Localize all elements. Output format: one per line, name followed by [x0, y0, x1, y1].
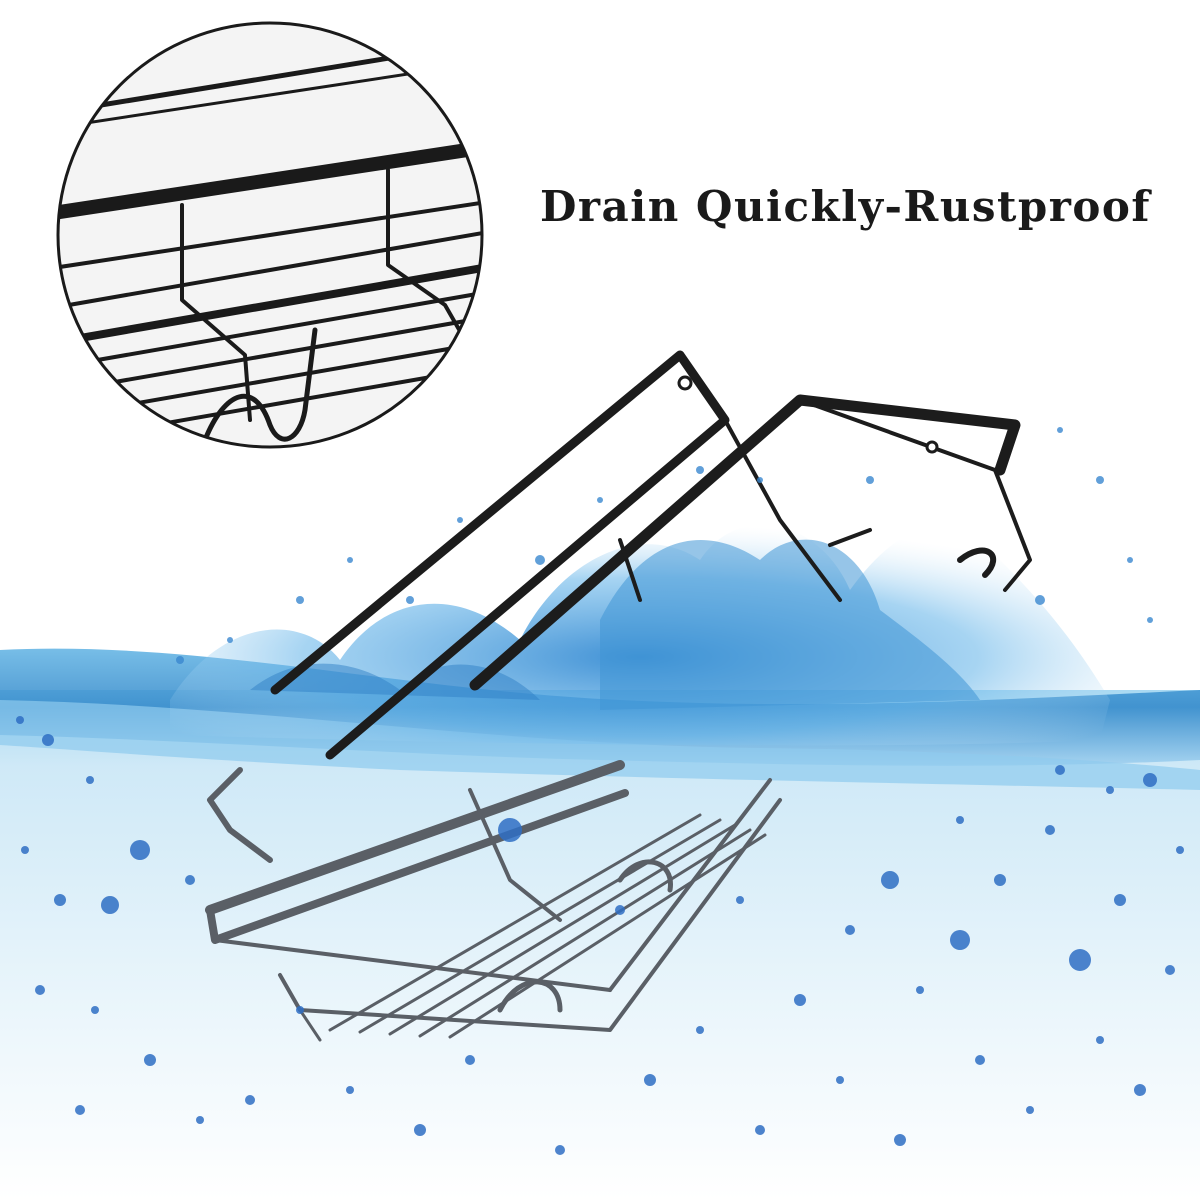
headline-text: Drain Quickly-Rustproof [540, 182, 1151, 231]
splash-droplets [176, 427, 1153, 664]
rack-underwater [205, 760, 782, 1042]
detail-inset [56, 21, 484, 449]
water-splash [170, 524, 1110, 746]
rack-frame [270, 350, 1032, 760]
bubbles [16, 716, 1184, 1155]
